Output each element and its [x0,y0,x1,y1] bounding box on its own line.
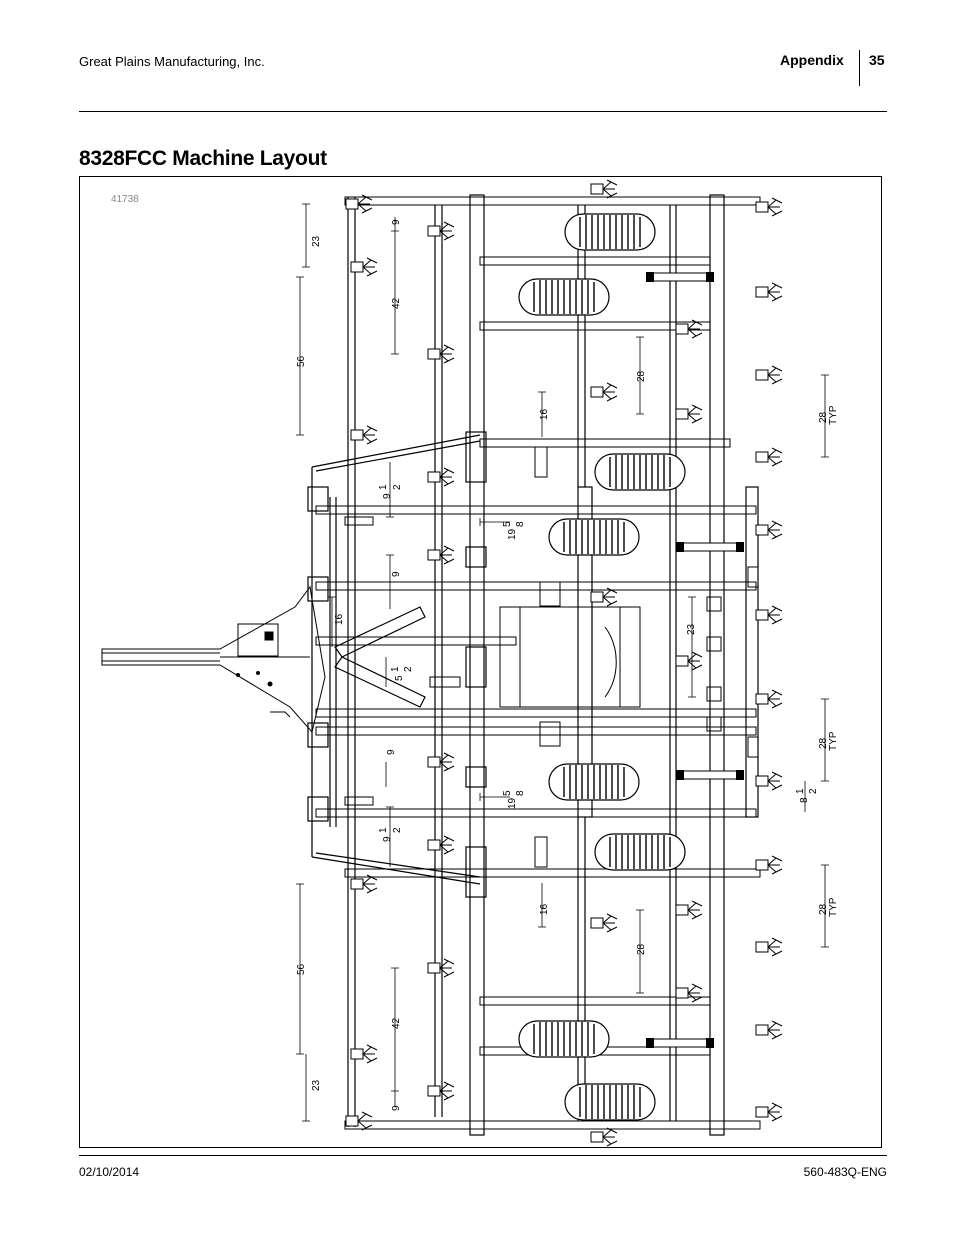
shank-assemblies [345,179,783,1147]
dim-16-mid: 16 [334,613,345,625]
dim-19-top: 19 [507,528,518,540]
header-divider [859,50,860,86]
footer-date: 02/10/2014 [79,1165,140,1179]
dim-frac-1-bot: 1 [378,827,389,833]
longitudinal-beams [315,196,761,1130]
dim-frac-8-top: 8 [515,521,526,527]
dim-56-top: 56 [296,355,307,367]
dim-frac-5-top: 5 [502,521,513,527]
dim-frac-1-r: 1 [795,788,806,794]
dim-19-bot: 19 [507,797,518,809]
dim-5half: 5 [394,675,405,681]
gauge-wheels [518,213,686,1121]
dim-28-typ-3: 28 [818,903,829,915]
hydraulic-cylinders [645,271,745,1049]
dim-9-top: 9 [391,219,402,225]
footer-rule [79,1155,887,1156]
frame-details [344,446,759,868]
dim-28-typ-2: 28 [818,737,829,749]
dim-frac-5-bot: 5 [502,790,513,796]
header-section: Appendix [780,52,844,68]
machine-layout-figure: 41738 [79,176,882,1148]
dim-9-low: 9 [386,749,397,755]
dim-frac-2-top: 2 [392,484,403,490]
header-rule [79,111,887,112]
dim-56-bot: 56 [296,963,307,975]
dim-frac-2-bot: 2 [392,827,403,833]
page-number: 35 [869,52,885,68]
page-title: 8328FCC Machine Layout [79,147,327,170]
dim-42-top: 42 [391,297,402,309]
dim-frac-1-top: 1 [378,484,389,490]
dim-28-bot: 28 [636,943,647,955]
dim-9-bot: 9 [391,1105,402,1111]
dim-8half: 8 [799,797,810,803]
dim-16-bot: 16 [539,903,550,915]
dim-42-bot: 42 [391,1017,402,1029]
dim-16-top: 16 [539,408,550,420]
dim-typ-1: TYP [828,405,839,425]
dim-23-bot: 23 [311,1079,322,1091]
dim-23-mid: 23 [686,623,697,635]
dim-frac-1-mid: 1 [390,666,401,672]
dim-23-top: 23 [311,235,322,247]
machine-layout-drawing: 23 9 42 56 28 16 28 TYP 9 1 2 19 5 8 9 1… [101,179,839,1147]
figure-id: 41738 [111,194,139,205]
dim-9-mid: 9 [391,571,402,577]
dim-9half-bot: 9 [382,836,393,842]
hitch-tongue [101,585,326,734]
dim-typ-3: TYP [828,897,839,917]
dim-9half-top: 9 [382,493,393,499]
dim-28-top: 28 [636,370,647,382]
dim-typ-2: TYP [828,731,839,751]
dim-frac-2-mid: 2 [403,666,414,672]
dimension-labels: 23 9 42 56 28 16 28 TYP 9 1 2 19 5 8 9 1… [296,219,839,1111]
dim-frac-2-r: 2 [808,788,819,794]
footer-doc-number: 560-483Q-ENG [803,1165,887,1179]
header-company: Great Plains Manufacturing, Inc. [79,54,265,69]
dimension-lines [296,203,829,1122]
dim-frac-8-bot: 8 [515,790,526,796]
dim-28-typ-1: 28 [818,411,829,423]
